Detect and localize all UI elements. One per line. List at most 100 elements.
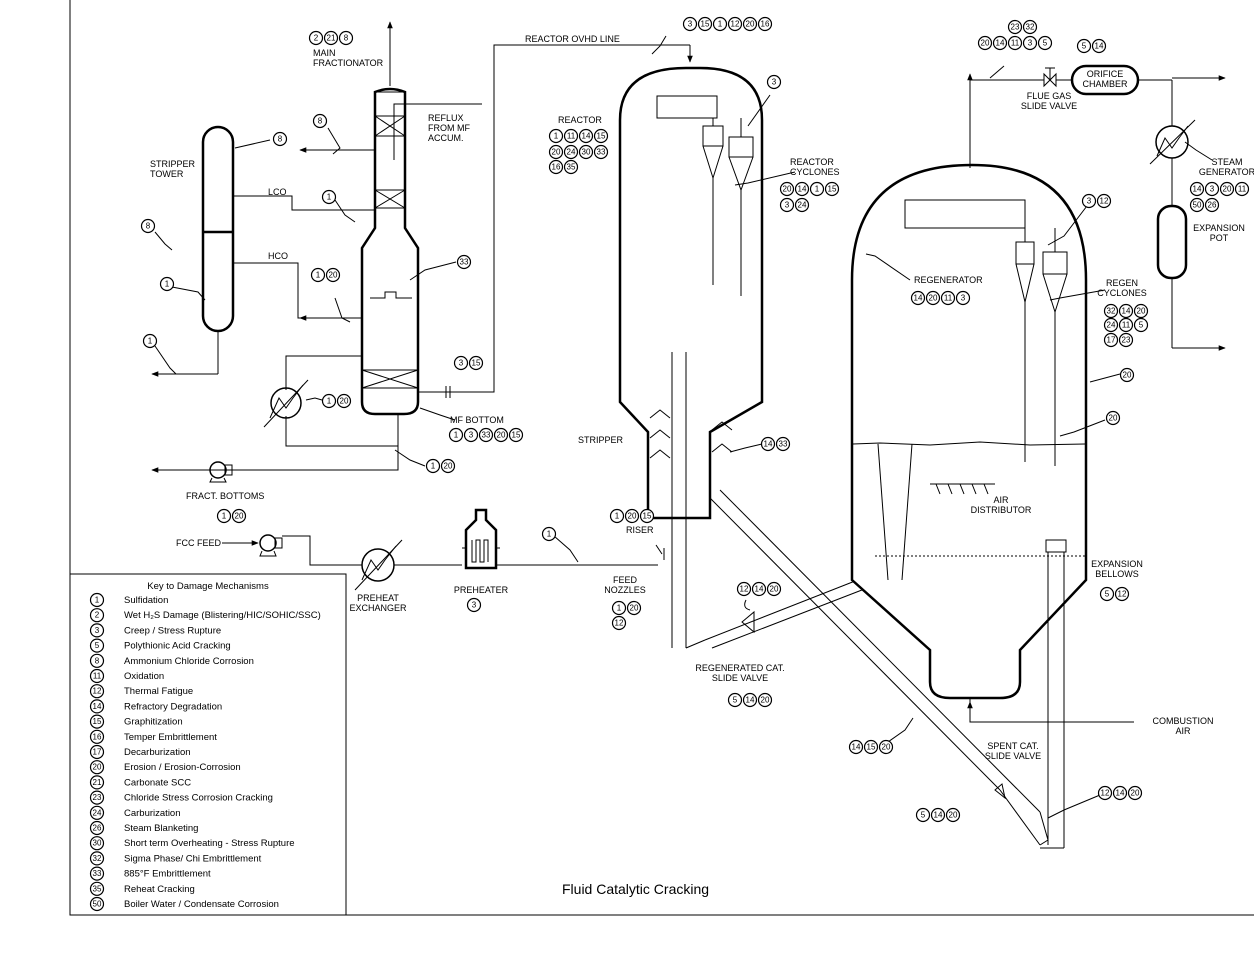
callout-circle <box>809 181 825 197</box>
callout-number: 15 <box>597 132 606 141</box>
callout-number: 20 <box>1109 414 1118 423</box>
callout-reactor-cyclone-top: 3 <box>766 74 782 90</box>
legend-label: Temper Embrittlement <box>124 732 217 743</box>
callout-circle <box>736 581 752 597</box>
legend-number-circle <box>89 881 105 896</box>
legend-label: Creep / Stress Rupture <box>124 625 221 636</box>
callout-circle <box>611 600 627 616</box>
legend-number: 15 <box>93 717 102 726</box>
callout-number: 20 <box>1123 371 1132 380</box>
legend-number: 14 <box>93 702 102 711</box>
callout-circle <box>440 458 456 474</box>
callout-number: 24 <box>1107 321 1116 330</box>
label-reflux-2: FROM MF <box>428 123 470 133</box>
legend-number-circle <box>89 775 105 790</box>
callout-circle <box>1081 193 1097 209</box>
callout-circle <box>915 807 931 823</box>
label-hco: HCO <box>268 251 288 261</box>
callout-number: 14 <box>852 743 861 752</box>
callout-number: 20 <box>1131 789 1140 798</box>
callout-number: 26 <box>1208 201 1217 210</box>
callout-circle <box>955 290 971 306</box>
legend-number: 24 <box>93 808 102 817</box>
callout-number: 5 <box>1043 39 1048 48</box>
label-regen-cyclones-1: REGEN <box>1106 278 1138 288</box>
callout-number: 3 <box>1087 197 1092 206</box>
legend-label: Wet H₂S Damage (Blistering/HIC/SOHIC/SSC… <box>124 610 321 621</box>
callout-number: 12 <box>731 20 740 29</box>
callout-number: 50 <box>1193 201 1202 210</box>
callout-circle <box>1007 35 1023 51</box>
legend-label: Thermal Fatigue <box>124 686 193 697</box>
callout-circle <box>712 16 728 32</box>
label-reactor-cyclones-2: CYCLONES <box>790 167 840 177</box>
legend-number-circle <box>89 851 105 866</box>
legend-number: 8 <box>95 656 100 665</box>
callout-circle <box>1118 332 1134 348</box>
legend-number: 1 <box>95 596 100 605</box>
callout-number: 33 <box>482 431 491 440</box>
callout-number: 17 <box>1107 336 1116 345</box>
callout-number: 35 <box>567 163 576 172</box>
legend-label: Refractory Degradation <box>124 701 222 712</box>
callout-circle <box>466 597 482 613</box>
callout-circle <box>1099 586 1115 602</box>
callout-number: 21 <box>327 34 336 43</box>
callout-number: 14 <box>1193 185 1202 194</box>
legend-label: Chloride Stress Corrosion Cracking <box>124 793 273 804</box>
callout-number: 2 <box>314 34 319 43</box>
callout-circle <box>1105 410 1121 426</box>
legend-title: Key to Damage Mechanisms <box>147 581 269 592</box>
callout-number: 20 <box>329 271 338 280</box>
callout-circle <box>1112 785 1128 801</box>
legend-number-circle <box>89 744 105 760</box>
label-reflux-3: ACCUM. <box>428 133 464 143</box>
callout-number: 1 <box>327 397 332 406</box>
callout-number: 14 <box>746 696 755 705</box>
callout-circle <box>541 526 557 542</box>
process-lines-fractionator <box>151 44 693 473</box>
callout-number: 3 <box>1210 185 1215 194</box>
callout-number: 15 <box>512 431 521 440</box>
legend-number-circle <box>89 699 105 714</box>
label-preheat-exchanger-2: EXCHANGER <box>349 603 407 613</box>
callout-circle <box>824 181 840 197</box>
callout-number: 14 <box>934 811 943 820</box>
callout-circle <box>1007 19 1023 35</box>
legend-number-circle <box>89 760 105 775</box>
callout-number: 20 <box>1223 185 1232 194</box>
legend-label: Polythionic Acid Cracking <box>124 641 231 652</box>
callout-circle <box>1091 38 1107 54</box>
callout-circle <box>1204 197 1220 213</box>
legend-number-circle <box>89 896 105 912</box>
callout-number: 1 <box>316 271 321 280</box>
label-flue-gas-slide-valve-2: SLIDE VALVE <box>1021 101 1077 111</box>
callout-number: 20 <box>949 811 958 820</box>
callout-feed-line: 1 <box>541 526 557 542</box>
label-spent-cat-slide-valve-1: SPENT CAT. <box>987 741 1038 751</box>
callout-number: 14 <box>764 440 773 449</box>
legend-number: 16 <box>93 732 102 741</box>
callout-number: 24 <box>567 148 576 157</box>
label-main-fractionator-2: FRACTIONATOR <box>313 58 384 68</box>
callout-number: 20 <box>929 294 938 303</box>
callout-circle <box>425 458 441 474</box>
label-regenerated-cat-slide-valve-1: REGENERATED CAT. <box>695 663 784 673</box>
callout-circle <box>508 427 524 443</box>
callout-number: 20 <box>770 585 779 594</box>
callout-number: 32 <box>1107 307 1116 316</box>
legend-number: 3 <box>95 626 100 635</box>
